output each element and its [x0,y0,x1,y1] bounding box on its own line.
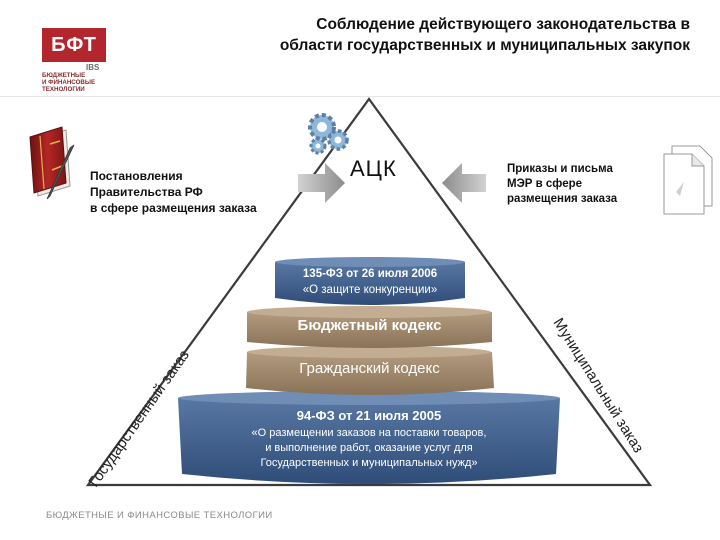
layer-94fz-title: 94-ФЗ от 21 июля 2005 [296,408,442,423]
layer-civil-code [246,346,494,395]
side-label-right: Муниципальный заказ [550,315,647,456]
header-divider [0,96,720,97]
layer-135fz-subtitle: «О защите конкуренции» [302,284,438,296]
layer-budget-code-text: Бюджетный кодекс [297,317,442,334]
layer-civil-code-text: Гражданский кодекс [299,360,440,377]
ministry-orders-line-1: Приказы и письма [507,163,613,175]
arrow-left-to-center [298,163,345,203]
layer-135fz [275,257,465,305]
arrow-right-to-center [442,163,486,203]
logo-caption-line-2: И ФИНАНСОВЫЕ [42,79,96,86]
pyramid-outline [85,97,653,487]
bft-logo: БФТ [42,28,106,62]
logo-caption-line-1: БЮДЖЕТНЫЕ [42,72,86,79]
layer-135fz-text: 135-ФЗ от 26 июля 2006 «О защите конкуре… [276,266,464,298]
documents-icon [663,145,713,215]
layer-budget-code [247,306,492,348]
law-book-icon [29,126,75,200]
logo-caption: БЮДЖЕТНЫЕ И ФИНАНСОВЫЕ ТЕХНОЛОГИИ [42,72,112,93]
layer-94fz-text: 94-ФЗ от 21 июля 2005 «О размещении зака… [180,408,558,471]
footer-company-name: БЮДЖЕТНЫЕ И ФИНАНСОВЫЕ ТЕХНОЛОГИИ [46,510,273,521]
logo-caption-line-3: ТЕХНОЛОГИИ [42,86,85,93]
ministry-orders-line-2: МЭР в сфере [507,178,583,190]
government-decrees-line-2: Правительства РФ [90,185,203,199]
layer-94fz-line-3: Государственных и муниципальных нужд» [260,457,478,469]
layer-94fz [178,391,560,484]
ibs-logo: IBS [86,63,100,72]
side-label-left: Государственный заказ [85,347,193,490]
title-line-2: области государственных и муниципальных … [279,37,690,54]
layer-94fz-line-2: и выполнение работ, оказание услуг для [265,442,473,454]
title-line-1: Соблюдение действующего законодательства… [316,16,690,33]
gear-icon [308,113,349,155]
government-decrees-line-1: Постановления [90,169,183,183]
ministry-orders-text: Приказы и письма МЭР в сфере размещения … [507,162,617,207]
government-decrees-text: Постановления Правительства РФ в сфере р… [90,168,257,216]
page-title: Соблюдение действующего законодательства… [190,14,690,56]
ministry-orders-line-3: размещения заказа [507,193,618,205]
layer-94fz-line-1: «О размещении заказов на поставки товаро… [251,427,487,439]
layer-135fz-title: 135-ФЗ от 26 июля 2006 [302,268,438,280]
ack-label: АЦК [350,156,397,181]
government-decrees-line-3: в сфере размещения заказа [90,201,257,215]
